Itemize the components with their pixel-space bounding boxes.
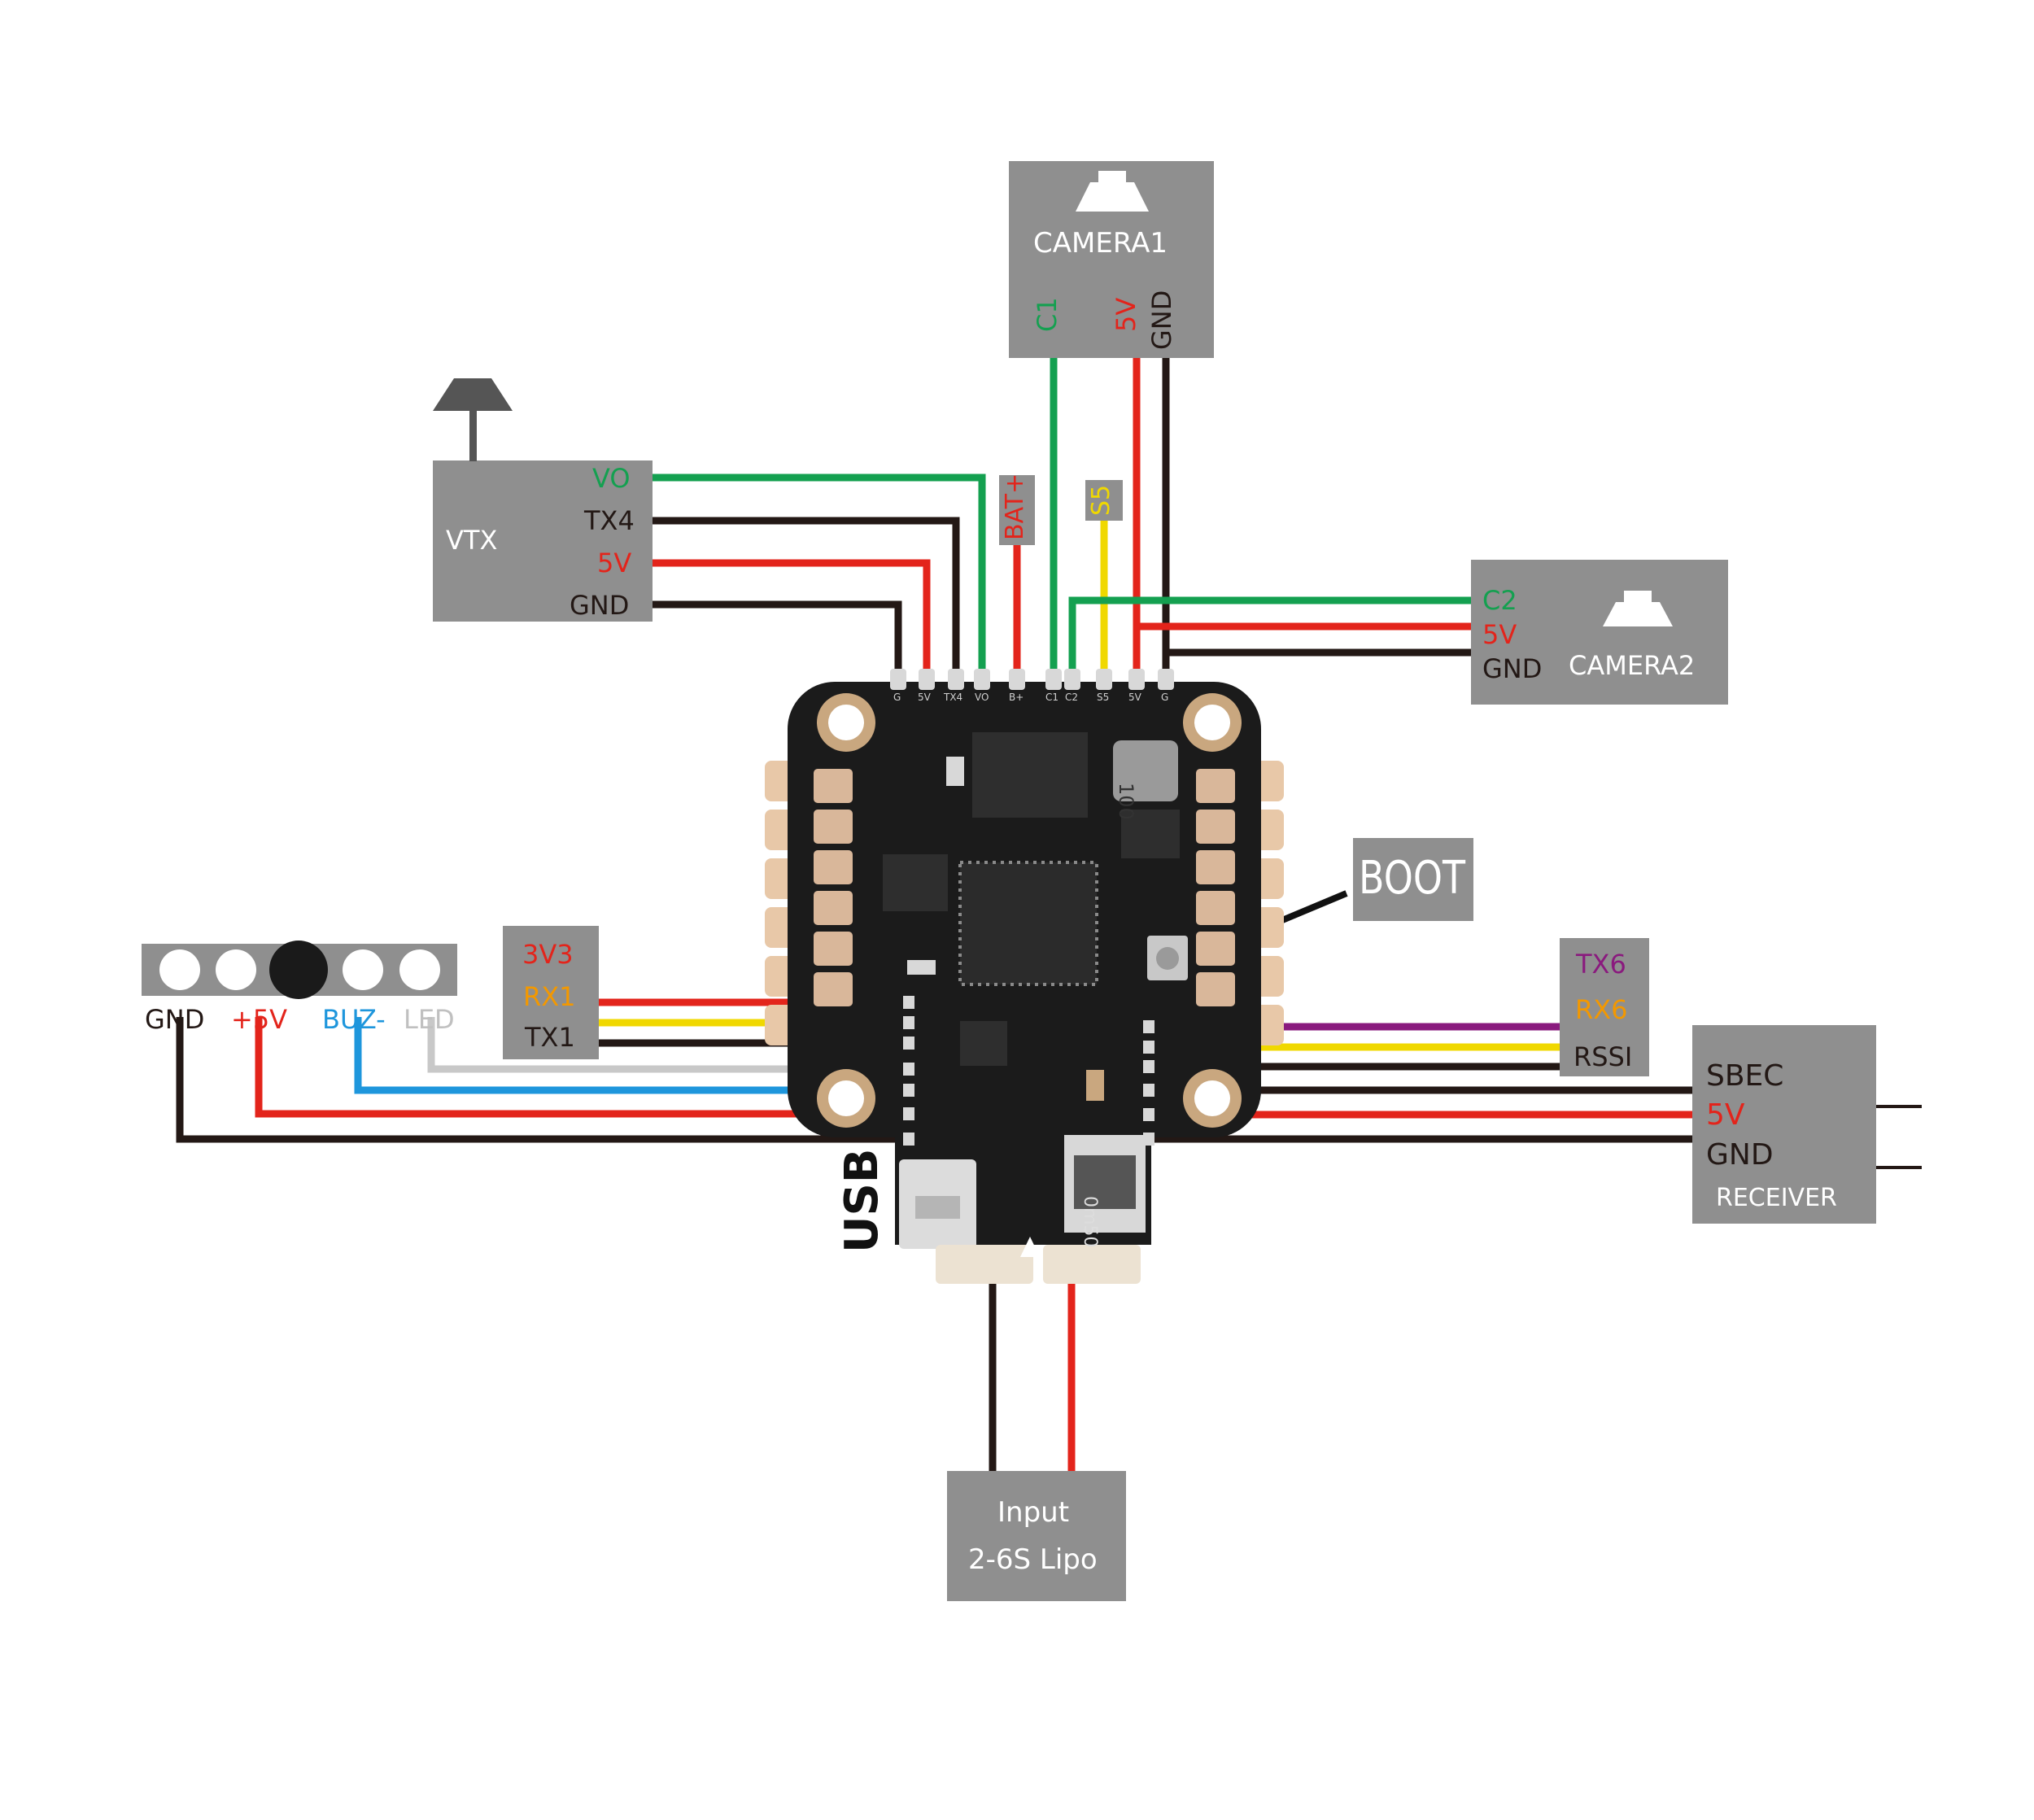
camera2-pin-c2: C2 [1482,585,1517,616]
board-pad-g1: G [893,692,901,703]
ledstrip-pin-buz: BUZ- [322,1004,386,1035]
uart6-pin-tx6: TX6 [1576,949,1626,980]
uart6-pin-rx6: RX6 [1575,994,1628,1025]
camera1-pin-5v: 5V [1111,297,1141,332]
wire-led [427,1017,907,1073]
vtx-pin-vo: VO [592,463,631,494]
wire-vtx-gnd [651,600,902,675]
wire-vtx-vo [651,474,986,675]
camera1-title: CAMERA1 [1033,227,1168,260]
vtx-title: VTX [446,525,498,556]
camera1-icon [1076,171,1149,212]
bat-plus-label: BAT+ [1001,473,1029,540]
uart1-pin-rx1: RX1 [523,981,576,1012]
ledstrip-pin-led: LED [404,1004,455,1035]
camera2-pin-5v: 5V [1482,619,1517,650]
uart1-pin-tx1: TX1 [525,1022,575,1053]
uart6-pin-rssi: RSSI [1574,1041,1633,1072]
antenna-icon [433,378,513,461]
bat-tag-box [999,475,1035,545]
ledstrip-pin-gnd: GND [145,1004,205,1035]
uart1-pin-3v3: 3V3 [522,939,574,970]
board-pad-5v2: 5V [1128,692,1141,703]
led-buzzer-holes [159,941,440,999]
camera2-pin-gnd: GND [1482,653,1543,684]
shunt-marking: 0m50 [1080,1196,1100,1248]
usb-label: USB [836,1148,888,1254]
mcu-chip [958,861,1098,986]
battery-connector-pos [1043,1245,1141,1284]
wire-camera2-c2 [1068,596,1473,675]
s5-tag-box [1085,480,1123,521]
camera1-pin-c1: C1 [1032,297,1063,332]
board-pad-c2: C2 [1065,692,1079,703]
input-label-line2: 2-6S Lipo [968,1543,1098,1576]
board-pad-5v1: 5V [918,692,931,703]
wire-vtx-tx4 [651,517,960,675]
inductor-marking: 100 [1115,783,1137,820]
wire-buz [354,1017,907,1094]
wire-vtx-5v [651,559,931,675]
camera2-icon [1603,591,1673,626]
uart6-box [1560,938,1649,1076]
regulator-chip [1121,810,1180,858]
gyro-chip [883,854,948,911]
vtx-pin-5v: 5V [597,548,632,578]
wire-gnd-led [176,1017,907,1143]
wire-plus5v [255,1017,907,1118]
camera2-title: CAMERA2 [1569,650,1696,681]
boot-label: BOOT [1359,852,1466,905]
vtx-pin-gnd: GND [570,590,630,621]
battery-connector-neg [936,1245,1033,1284]
board-pad-tx4: TX4 [944,692,963,703]
uart1-box [503,926,599,1059]
board-pad-c1: C1 [1045,692,1059,703]
vtx-box [433,460,653,622]
vtx-pin-tx4: TX4 [584,505,635,536]
receiver-pin-gnd: GND [1706,1138,1774,1172]
camera2-box [1471,560,1728,705]
receiver-pin-5v: 5V [1706,1098,1745,1132]
board-pad-s5: S5 [1097,692,1110,703]
board-pad-vo: VO [975,692,989,703]
input-label-line1: Input [997,1496,1070,1529]
boot-box [1353,838,1473,921]
receiver-pin-sbec: SBEC [1706,1059,1784,1093]
osd-chip [972,732,1088,818]
receiver-title: RECEIVER [1716,1184,1837,1212]
s5-label: S5 [1087,484,1115,516]
flight-controller-board [765,669,1284,1284]
board-pad-g2: G [1161,692,1169,703]
camera1-pin-gnd: GND [1146,290,1177,350]
board-pad-bplus: B+ [1009,692,1024,703]
inductor [1113,740,1178,801]
receiver-box [1692,1025,1876,1224]
input-box [947,1471,1126,1601]
ledstrip-pin-plus5v: +5V [231,1004,288,1035]
